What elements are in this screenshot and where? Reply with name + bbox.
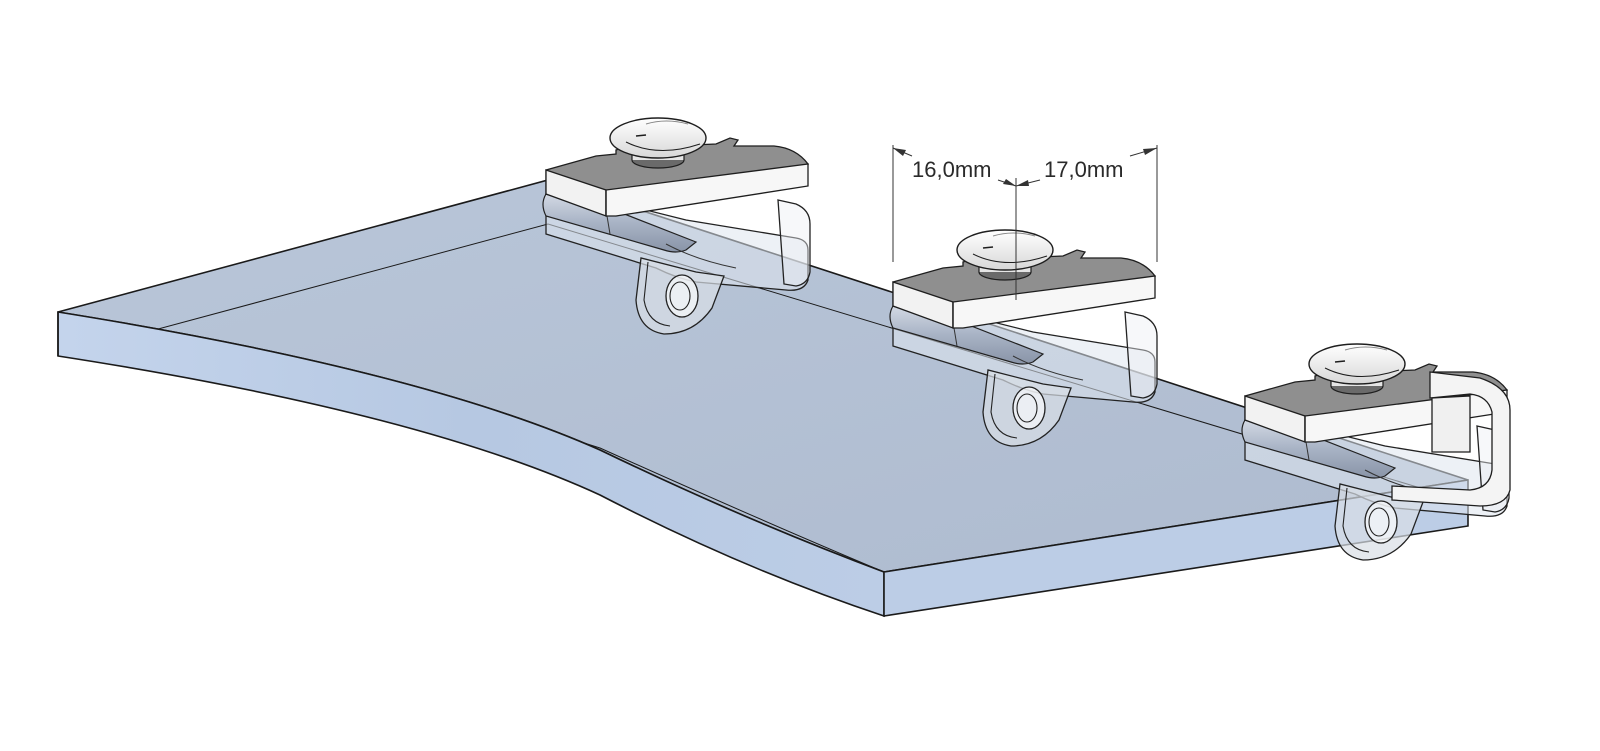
dimension-label-left: 16,0mm xyxy=(912,157,991,182)
dimension-label-right: 17,0mm xyxy=(1044,157,1123,182)
clip-right xyxy=(1241,343,1511,561)
dimension-lines xyxy=(892,145,1158,300)
panel xyxy=(57,179,1469,618)
